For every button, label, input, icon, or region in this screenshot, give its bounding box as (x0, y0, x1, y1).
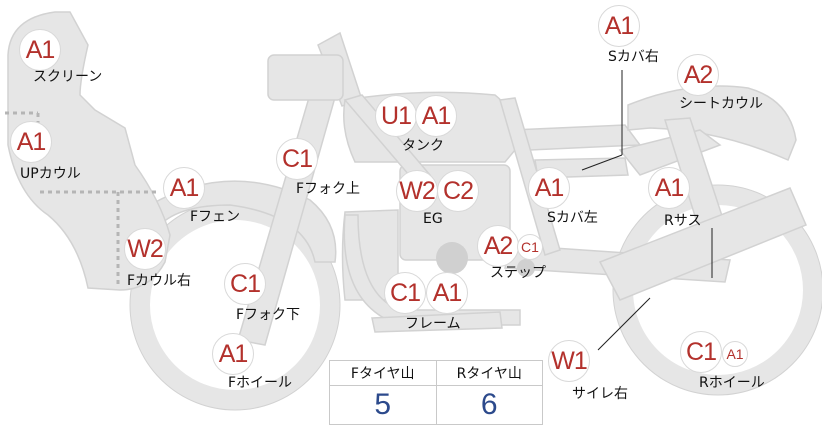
badge-r-wheel-2: A1 (722, 341, 748, 367)
badge-f-cowl-right-1: W2 (124, 228, 166, 270)
front-tire-tread-value: 5 (329, 385, 437, 425)
badge-frame-2: A1 (426, 272, 468, 314)
label-frame: フレーム (405, 316, 461, 332)
badge-tank-2: A1 (415, 95, 457, 137)
label-s-cover-right: Sカバ右 (608, 49, 659, 65)
leader-silencer (597, 297, 651, 351)
label-s-cover-left: Sカバ左 (547, 210, 598, 226)
badge-engine-1: W2 (396, 170, 438, 212)
badge-r-sus-1: A1 (648, 167, 690, 209)
label-silencer-right: サイレ右 (572, 386, 628, 402)
label-tank: タンク (402, 138, 444, 154)
badge-r-wheel-1: C1 (680, 331, 722, 373)
badge-tank-1: U1 (375, 95, 417, 137)
label-up-cowl: UPカウル (20, 166, 81, 182)
label-seat-cowl: シートカウル (679, 96, 763, 112)
badge-step-2: C1 (517, 234, 543, 260)
label-f-fork-lower: Fフォク下 (236, 307, 301, 323)
label-r-wheel: Rホイール (699, 375, 765, 391)
badge-f-wheel-1: A1 (212, 333, 254, 375)
badge-up-cowl-1: A1 (10, 121, 52, 163)
silencer-shape (598, 187, 807, 301)
badge-f-fender-1: A1 (163, 167, 205, 209)
label-f-wheel: Fホイール (228, 375, 293, 391)
badge-step-1: A2 (477, 225, 519, 267)
label-f-fork-upper: Fフォク上 (296, 181, 361, 197)
badge-f-fork-upper-1: C1 (276, 138, 318, 180)
label-f-cowl-right: Fカウル右 (127, 273, 192, 289)
badge-screen-1: A1 (19, 29, 61, 71)
label-step: ステップ (490, 265, 546, 281)
label-engine: EG (423, 211, 443, 227)
rear-tire-tread-header: Rタイヤ山 (435, 360, 543, 386)
badge-silencer-right-1: W1 (548, 340, 590, 382)
badge-seat-cowl-1: A2 (677, 54, 719, 96)
cowl-shape (7, 11, 171, 291)
badge-s-cover-right-1: A1 (598, 5, 640, 47)
tire-tread-table: Fタイヤ山 Rタイヤ山 5 6 (329, 360, 543, 425)
badge-engine-2: C2 (437, 170, 479, 212)
label-r-sus: Rサス (664, 213, 702, 229)
front-tire-tread-header: Fタイヤ山 (329, 360, 437, 386)
rear-tire-tread-value: 6 (435, 385, 543, 425)
badge-frame-1: C1 (384, 272, 426, 314)
front-wheel-shape (130, 200, 340, 410)
label-f-fender: Fフェン (190, 209, 241, 225)
label-screen: スクリーン (33, 69, 103, 85)
badge-s-cover-left-1: A1 (528, 167, 570, 209)
badge-f-fork-lower-1: C1 (224, 263, 266, 305)
